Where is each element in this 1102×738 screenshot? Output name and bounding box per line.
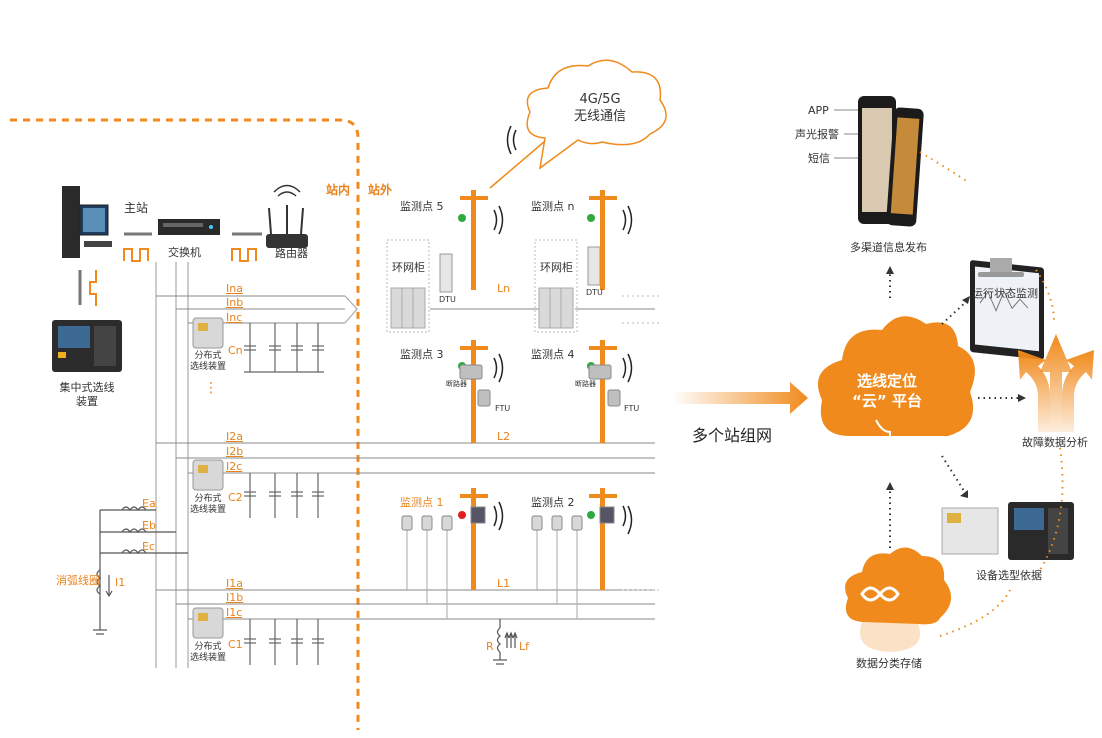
point-n: 监测点 n — [531, 200, 575, 213]
current-inc: Inc — [226, 311, 243, 324]
point-5: 监测点 5 — [400, 200, 444, 213]
arc-current-label: I1 — [115, 576, 126, 589]
master-station-computer-icon — [62, 186, 112, 258]
feeder-lines — [156, 295, 655, 620]
platform-title-line2: “云” 平台 — [852, 392, 922, 410]
point-2: 监测点 2 — [531, 496, 575, 509]
phase-ec: Ec — [142, 540, 155, 553]
phase-eb: Eb — [142, 519, 156, 532]
cap-cn: Cn — [228, 344, 243, 357]
current-i2a: I2a — [226, 430, 243, 443]
breaker-label-2: 断路器 — [575, 380, 596, 388]
ethernet-switch-icon — [158, 219, 220, 235]
cloud-text-line2: 无线通信 — [573, 109, 626, 124]
distributed-device-n-1: 分布式 — [194, 351, 222, 361]
centralized-device-icon — [52, 320, 122, 372]
dtu-label-1: DTU — [439, 295, 456, 304]
line-ln: Ln — [497, 282, 511, 295]
centralized-device-label-line1: 集中式选线 — [59, 381, 115, 394]
fault-analysis-label: 故障数据分析 — [1022, 436, 1088, 449]
distributed-device-1-2: 选线装置 — [189, 653, 226, 663]
ground-fault — [493, 619, 518, 665]
master-station-label: 主站 — [124, 201, 149, 215]
ellipsis: ⋮ — [204, 380, 218, 396]
monitor-icon — [970, 258, 1044, 360]
selection-device-icons — [941, 502, 1074, 560]
distributed-device-2-1: 分布式 — [194, 494, 222, 504]
arc-coil-label: 消弧线圈 — [56, 574, 100, 587]
dtu-label-2: DTU — [586, 288, 603, 297]
distributed-device-n-2: 选线装置 — [189, 362, 226, 372]
current-i1a: I1a — [226, 577, 243, 590]
channel-brackets — [834, 109, 858, 159]
current-i1b: I1b — [226, 591, 244, 604]
line-l1: L1 — [497, 577, 511, 590]
status-monitor-label: 运行状态监测 — [972, 287, 1038, 300]
flow-arrows — [889, 272, 1020, 548]
ftu-label-2: FTU — [624, 404, 640, 413]
platform-title-line1: 选线定位 — [856, 372, 917, 390]
phase-ea: Ea — [142, 497, 156, 510]
bus-lines — [155, 262, 189, 668]
distributed-device-1-1: 分布式 — [194, 642, 222, 652]
pulse-link-icons — [89, 248, 257, 306]
arc-coil — [93, 506, 188, 635]
distributed-device-icons — [192, 317, 224, 639]
cloud-text-line1: 4G/5G — [579, 92, 621, 107]
ftu-label-1: FTU — [495, 404, 511, 413]
multichannel-label: 多渠道信息发布 — [850, 241, 927, 254]
current-i2c: I2c — [226, 460, 243, 473]
fault-lf-label: Lf — [519, 640, 530, 653]
cap-c2: C2 — [228, 491, 243, 504]
storage-label: 数据分类存储 — [856, 657, 922, 670]
point-3: 监测点 3 — [400, 348, 444, 361]
channel-alarm: 声光报警 — [795, 128, 839, 141]
storage-cloud-shape — [845, 547, 952, 625]
line-l2: L2 — [497, 430, 511, 443]
network-label: 多个站组网 — [692, 426, 773, 445]
wireless-signal-icons — [493, 125, 633, 535]
cap-c1: C1 — [228, 638, 243, 651]
current-inb: Inb — [226, 296, 244, 309]
ring-main-unit-icons — [386, 239, 601, 333]
fault-r-label: R — [486, 640, 494, 653]
channel-sms: 短信 — [808, 152, 830, 165]
wireless-cloud — [526, 59, 667, 170]
utility-poles — [458, 125, 633, 590]
ring-cabinet-label-1: 环网柜 — [392, 261, 425, 274]
cloud-platform-shape — [817, 316, 975, 436]
current-i1c: I1c — [226, 606, 243, 619]
switch-label: 交换机 — [168, 246, 201, 259]
network-arrow — [672, 382, 808, 414]
point-1: 监测点 1 — [400, 496, 444, 509]
centralized-device-label-line2: 装置 — [76, 395, 98, 408]
station-boundary — [10, 118, 360, 730]
fault-analysis-arrows-icon — [1018, 334, 1094, 432]
outside-station-label: 站外 — [368, 183, 393, 197]
router-icon — [266, 184, 308, 248]
point-4: 监测点 4 — [531, 348, 575, 361]
inside-station-label: 站内 — [326, 183, 351, 197]
capacitor-banks — [244, 323, 324, 665]
ring-cabinet-label-2: 环网柜 — [540, 261, 573, 274]
router-label: 路由器 — [275, 247, 308, 260]
device-basis-label: 设备选型依据 — [976, 569, 1042, 582]
distributed-device-2-2: 选线装置 — [189, 505, 226, 515]
sensor-drops — [406, 525, 578, 619]
channel-app: APP — [808, 104, 829, 117]
fault-indicator-icons — [401, 515, 583, 531]
smartphone-icons — [858, 96, 924, 227]
breaker-label-1: 断路器 — [446, 380, 467, 388]
current-i2b: I2b — [226, 445, 244, 458]
current-ina: Ina — [226, 282, 243, 295]
